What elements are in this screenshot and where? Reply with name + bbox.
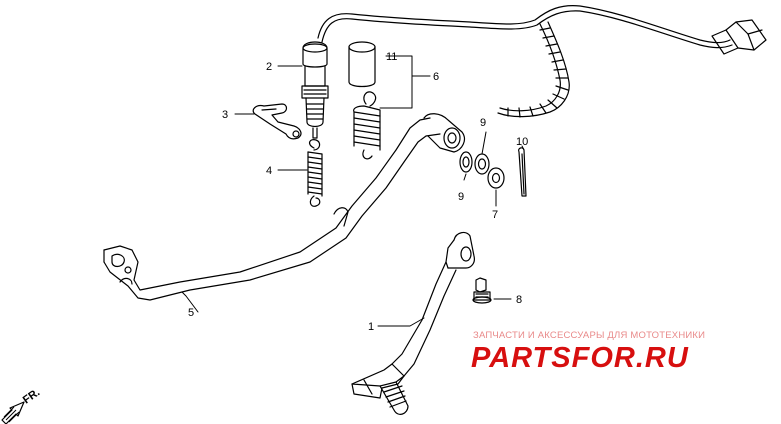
callout-labels: 1 2 3 4 5 6 7 8 9 9 10 11: [188, 51, 528, 333]
switch-wire: [317, 5, 767, 118]
brake-pedal: [351, 231, 475, 415]
cotter-pin: [518, 147, 527, 197]
watermark-logo: PARTSFOR.RU: [471, 342, 689, 374]
callout-9-bottom: 9: [458, 191, 464, 203]
callout-9-top: 9: [480, 117, 486, 129]
callout-10: 10: [516, 136, 528, 148]
leader-lines: [181, 55, 525, 327]
callout-4: 4: [266, 165, 272, 177]
spring-cover: [348, 41, 376, 88]
callout-11: 11: [386, 51, 397, 63]
front-direction-arrow-icon: FR.: [1, 386, 42, 424]
pedal-bolt: [472, 277, 492, 304]
watermark-tagline: ЗАПЧАСТИ И АКСЕССУАРЫ ДЛЯ МОТОТЕХНИКИ: [473, 330, 706, 341]
dust-seal-left: [459, 151, 473, 173]
callout-7: 7: [492, 209, 498, 221]
rear-brake-switch: [301, 41, 329, 139]
dust-seal-right: [474, 153, 490, 175]
callout-8: 8: [516, 294, 522, 306]
brake-return-spring: [353, 91, 381, 160]
callout-1: 1: [368, 321, 374, 333]
brake-rod: [103, 113, 466, 301]
front-direction-label: FR.: [21, 386, 42, 406]
callout-5: 5: [188, 307, 194, 319]
callout-2: 2: [266, 61, 272, 73]
brake-switch-spring: [307, 139, 323, 207]
callout-6: 6: [433, 71, 439, 83]
washer: [487, 167, 505, 189]
callout-3: 3: [222, 109, 228, 121]
switch-bracket: [252, 103, 302, 140]
